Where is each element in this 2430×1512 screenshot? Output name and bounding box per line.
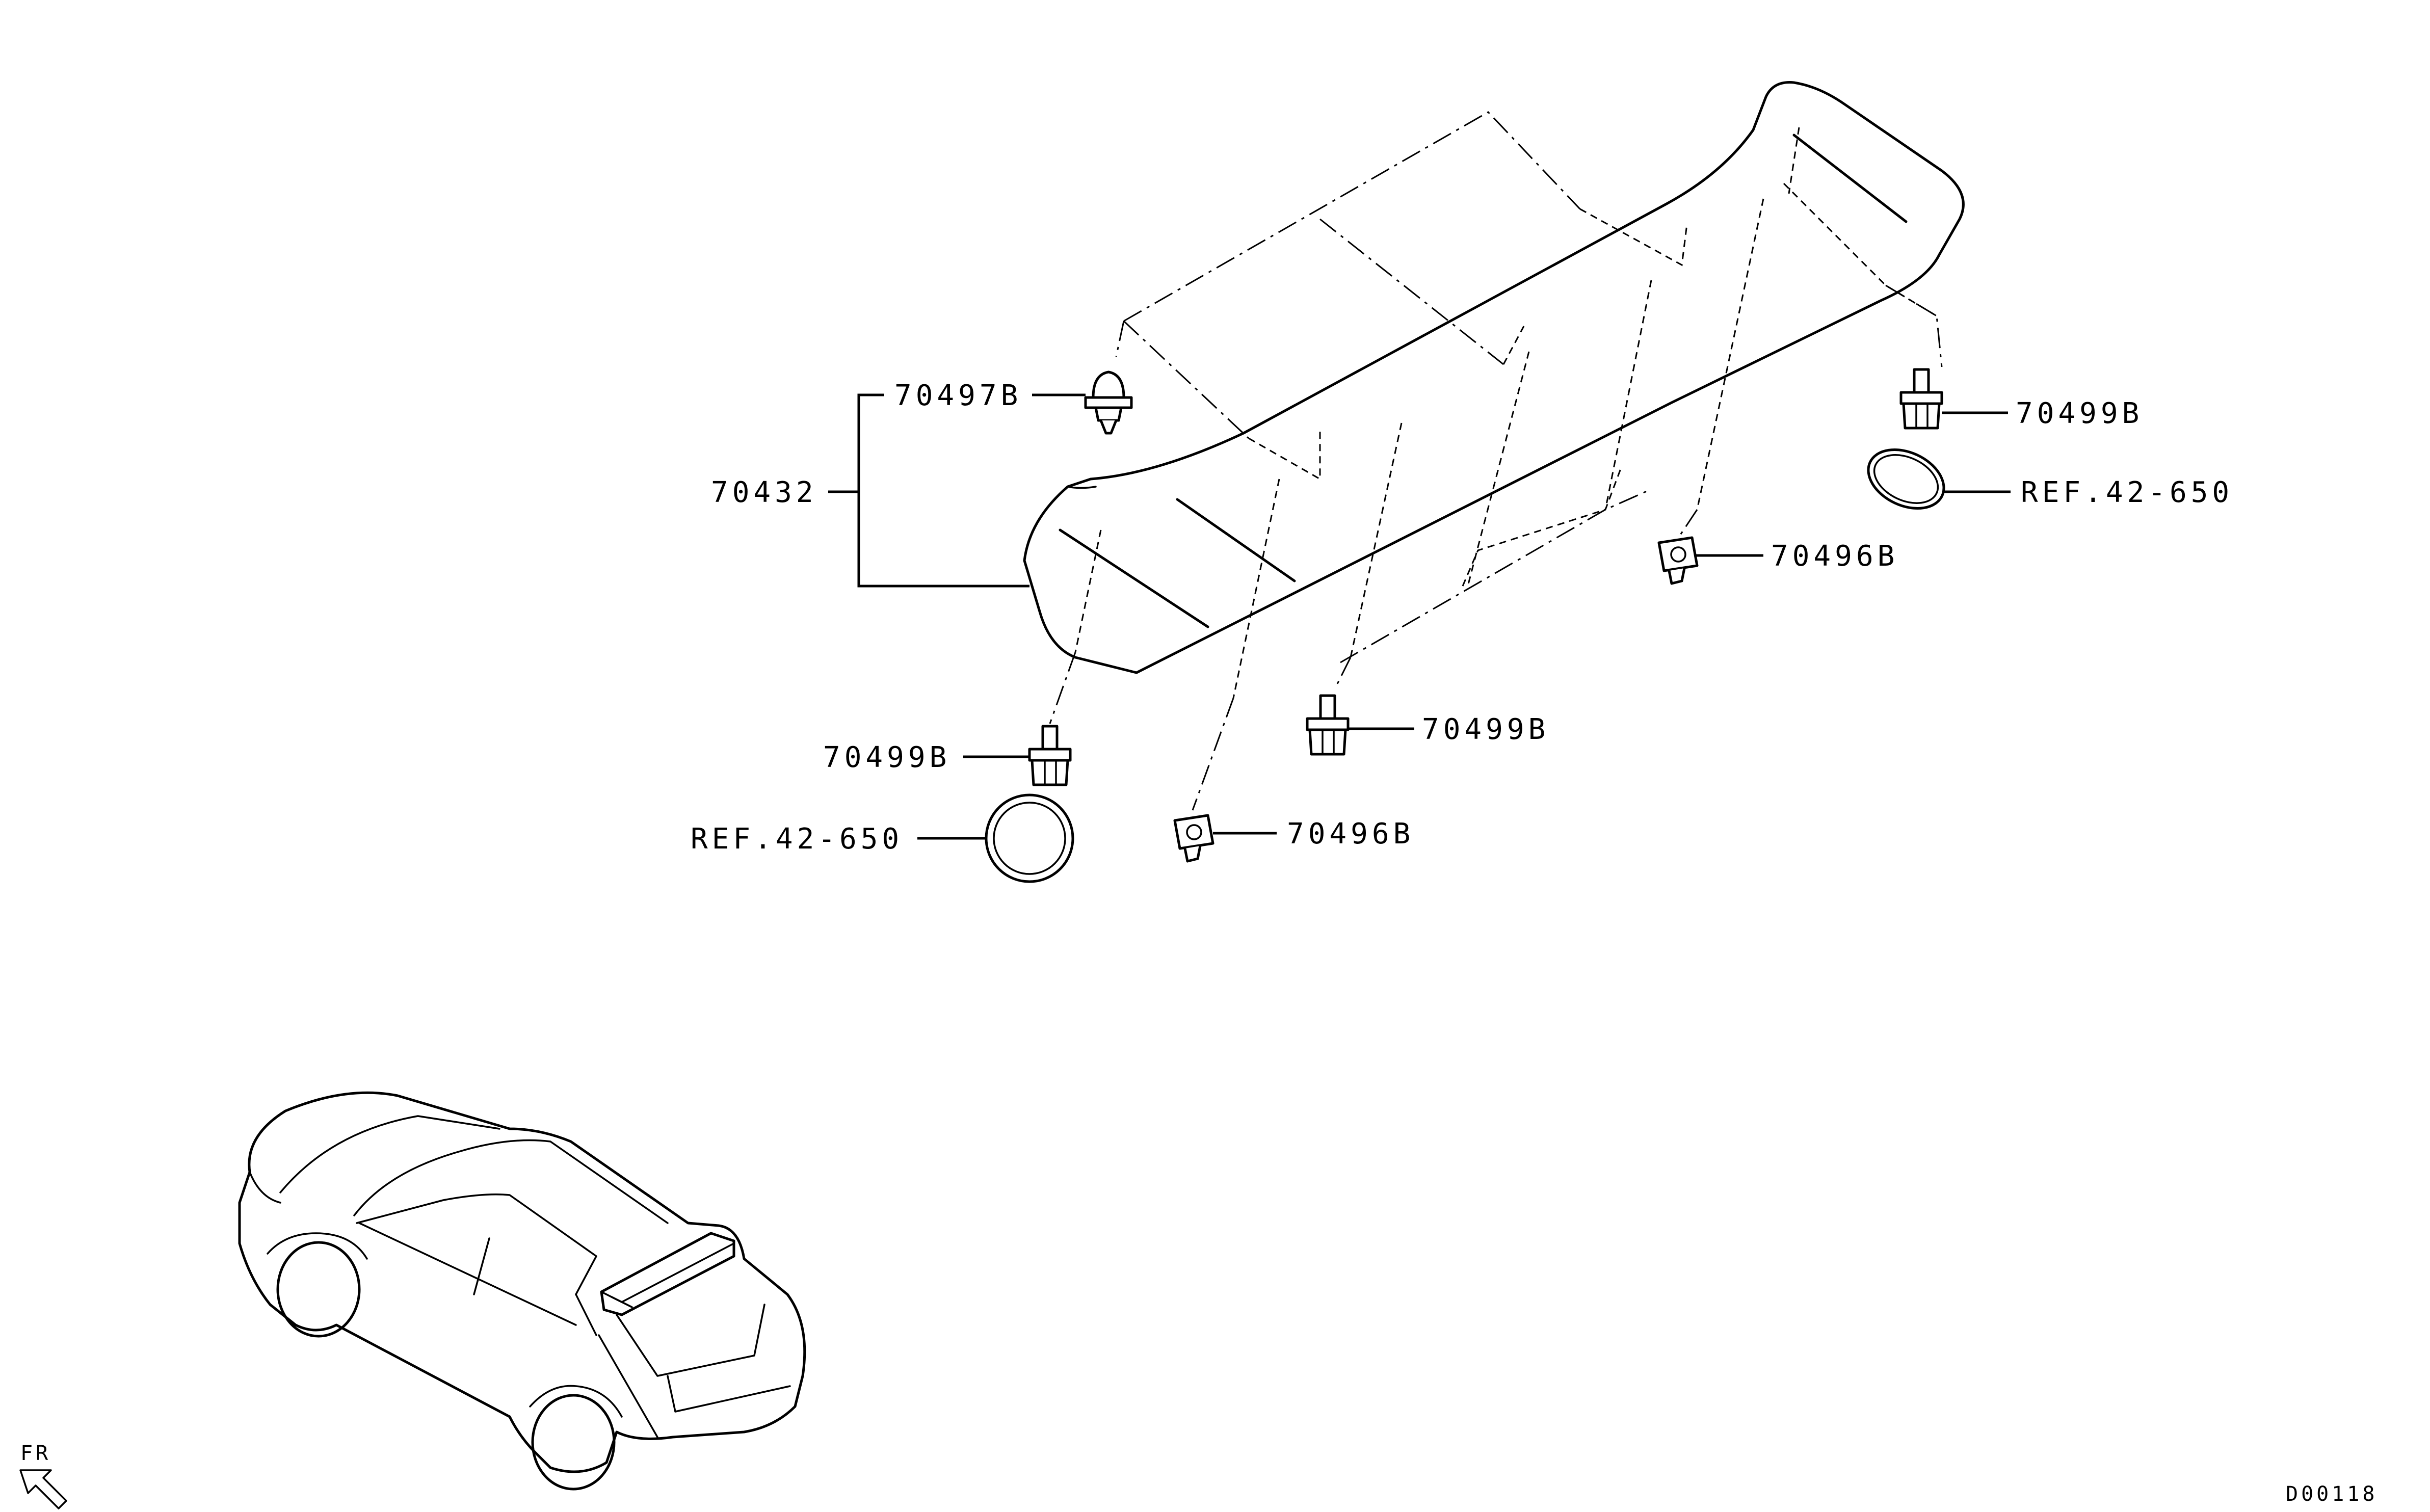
label-70496b-right: 70496B [1771, 540, 1898, 573]
bolt-70499b-center[interactable] [1306, 694, 1350, 756]
grommet-ref-left[interactable] [985, 793, 1074, 883]
vehicle-locator-illustration [238, 1091, 806, 1491]
drawing-code: D00118 [2286, 1482, 2378, 1506]
label-70499b-left: 70499B [823, 741, 950, 774]
front-direction-indicator: FR [19, 1442, 67, 1509]
bolt-70499b-right[interactable] [1899, 368, 1943, 430]
leader-lines [828, 393, 2011, 840]
label-70496b-bottom: 70496B [1287, 817, 1414, 851]
mounting-phantom-lines [1049, 111, 1943, 811]
clip-70497b[interactable] [1084, 370, 1133, 435]
label-70497b: 70497B [894, 379, 1022, 412]
label-70499b-right: 70499B [2016, 397, 2143, 430]
rear-spoiler[interactable] [1023, 81, 1965, 674]
label-70432: 70432 [711, 476, 817, 509]
front-label: FR [20, 1442, 51, 1465]
clip-70496b-bottom[interactable] [1173, 814, 1214, 863]
bolt-70499b-left[interactable] [1028, 725, 1072, 786]
clip-70496b-right[interactable] [1657, 536, 1699, 585]
label-70499b-center: 70499B [1422, 713, 1549, 746]
grommet-ref-right[interactable] [1859, 438, 1953, 520]
label-ref-right: REF.42-650 [2021, 476, 2233, 509]
label-ref-left: REF.42-650 [691, 823, 903, 856]
